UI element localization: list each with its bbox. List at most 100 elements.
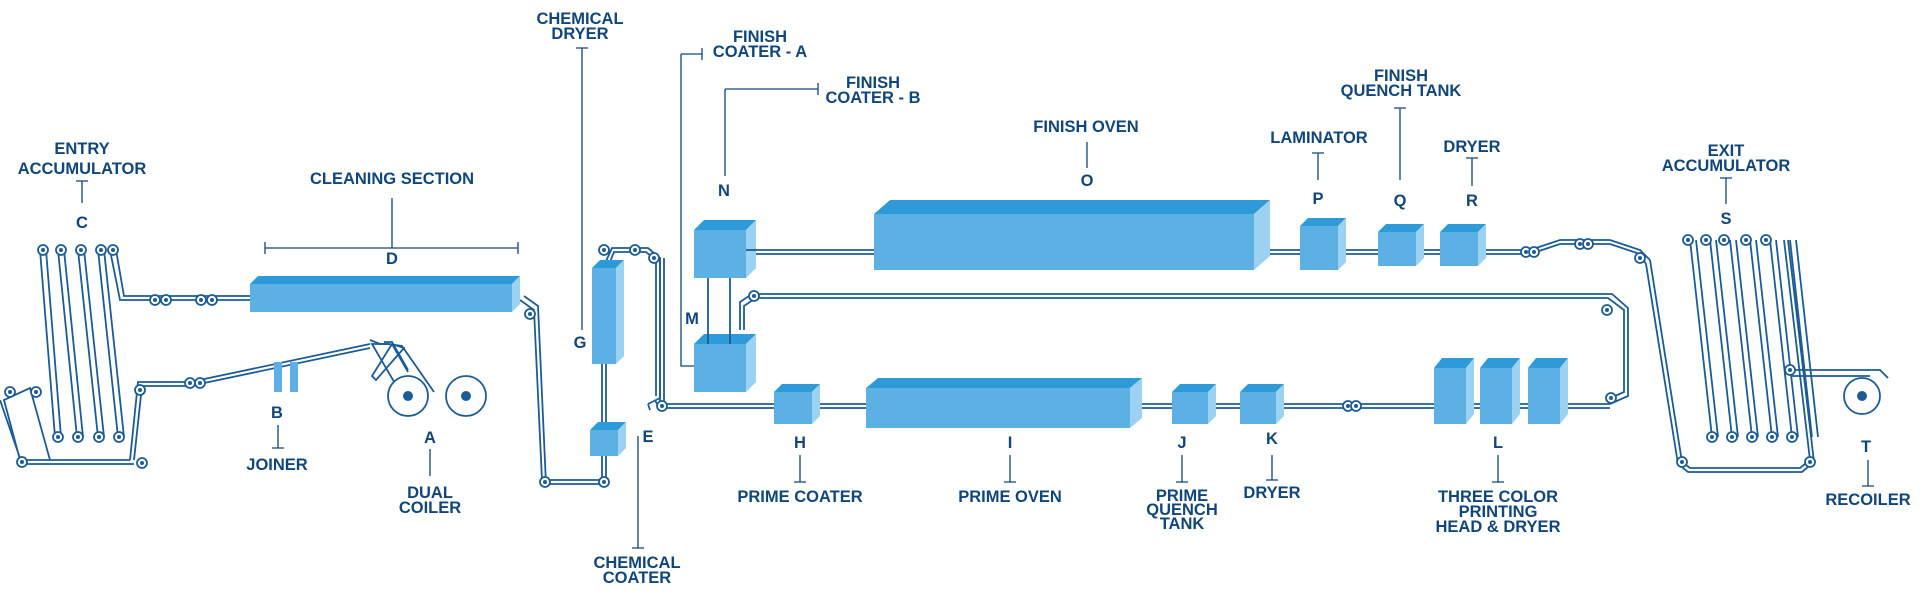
letter-h: H bbox=[794, 434, 806, 452]
guide-roller bbox=[93, 431, 105, 443]
label-finish-quench-1: FINISH bbox=[1374, 67, 1428, 85]
guide-roller bbox=[194, 377, 206, 389]
letter-i: I bbox=[1008, 434, 1013, 452]
label-exit-accumulator-2: ACCUMULATOR bbox=[1662, 157, 1791, 175]
guide-roller bbox=[206, 294, 218, 306]
guide-roller bbox=[1582, 238, 1594, 250]
guide-roller bbox=[656, 400, 668, 412]
coater-links bbox=[707, 249, 756, 344]
label-recoiler: RECOILER bbox=[1825, 491, 1910, 509]
guide-roller bbox=[136, 457, 148, 469]
guide-roller bbox=[52, 431, 64, 443]
letter-o: O bbox=[1081, 172, 1094, 190]
joiner-box bbox=[274, 362, 298, 392]
guide-roller bbox=[107, 244, 119, 256]
guide-roller bbox=[1760, 234, 1772, 246]
guide-roller bbox=[539, 476, 551, 488]
guide-roller bbox=[1718, 234, 1730, 246]
guide-roller bbox=[1804, 456, 1816, 468]
label-three-color-1: THREE COLOR bbox=[1438, 488, 1558, 506]
label-exit-accumulator-1: EXIT bbox=[1708, 142, 1745, 160]
guide-roller bbox=[195, 294, 207, 306]
letter-k: K bbox=[1266, 430, 1278, 448]
dual-coiler-right bbox=[445, 375, 487, 417]
letter-b: B bbox=[271, 404, 283, 422]
guide-roller bbox=[524, 308, 536, 320]
label-joiner: JOINER bbox=[246, 456, 308, 474]
cleaning-section-box bbox=[250, 276, 520, 312]
label-finish-coater-b-1: FINISH bbox=[846, 74, 900, 92]
guide-roller bbox=[1528, 246, 1540, 258]
label-dryer-r: DRYER bbox=[1443, 138, 1500, 156]
label-laminator: LAMINATOR bbox=[1270, 129, 1368, 147]
label-finish-coater-a-1: FINISH bbox=[733, 28, 787, 46]
guide-roller bbox=[1676, 456, 1688, 468]
label-prime-coater: PRIME COATER bbox=[737, 488, 862, 506]
label-finish-coater-a-2: COATER - A bbox=[713, 43, 807, 61]
letter-s: S bbox=[1720, 210, 1731, 228]
finish-coater-lower-box bbox=[694, 334, 756, 392]
label-dryer-k: DRYER bbox=[1243, 484, 1300, 502]
letter-j: J bbox=[1177, 434, 1186, 452]
label-prime-quench-2: QUENCH bbox=[1146, 501, 1218, 519]
printing-head-1-box bbox=[1434, 358, 1474, 424]
finish-coater-upper-box bbox=[694, 220, 756, 278]
label-chemical-coater-1: CHEMICAL bbox=[593, 554, 680, 572]
guide-roller bbox=[1342, 400, 1354, 412]
label-finish-coater-b-2: COATER - B bbox=[825, 89, 920, 107]
prime-quench-box bbox=[1172, 384, 1216, 424]
chemical-dryer-box bbox=[592, 260, 624, 364]
label-entry-accumulator-1: ENTRY bbox=[54, 140, 109, 158]
guide-roller bbox=[598, 244, 610, 256]
guide-roller bbox=[95, 244, 107, 256]
dual-coiler-left bbox=[387, 375, 429, 417]
letter-n: N bbox=[718, 182, 730, 200]
guide-roller bbox=[55, 244, 67, 256]
coils bbox=[387, 375, 1881, 417]
label-prime-oven: PRIME OVEN bbox=[958, 488, 1062, 506]
guide-roller bbox=[113, 431, 125, 443]
prime-coater-box bbox=[774, 384, 820, 424]
label-three-color-3: HEAD & DRYER bbox=[1436, 518, 1561, 536]
guide-roller bbox=[648, 252, 660, 264]
guide-roller bbox=[75, 244, 87, 256]
guide-roller bbox=[1766, 431, 1778, 443]
guide-roller bbox=[134, 384, 146, 396]
guide-roller bbox=[184, 377, 196, 389]
guide-roller bbox=[160, 294, 172, 306]
dryer-k-box bbox=[1240, 384, 1284, 424]
letter-d: D bbox=[386, 250, 398, 268]
label-three-color-2: PRINTING bbox=[1459, 503, 1538, 521]
label-entry-accumulator-2: ACCUMULATOR bbox=[18, 160, 147, 178]
printing-head-3-box bbox=[1528, 358, 1568, 424]
letter-p: P bbox=[1312, 190, 1323, 208]
guide-roller bbox=[30, 386, 42, 398]
guide-roller bbox=[72, 431, 84, 443]
printing-head-2-box bbox=[1480, 358, 1520, 424]
letter-m: M bbox=[685, 310, 699, 328]
dryer-r-box bbox=[1440, 224, 1486, 266]
guide-roller bbox=[1746, 431, 1758, 443]
label-prime-quench-3: TANK bbox=[1160, 515, 1205, 533]
letter-q: Q bbox=[1394, 192, 1407, 210]
chemical-coater-box bbox=[590, 422, 626, 456]
label-dual-coiler-2: COILER bbox=[399, 499, 461, 517]
guide-roller bbox=[1601, 304, 1613, 316]
guide-roller bbox=[1784, 364, 1796, 376]
laminator-box bbox=[1300, 218, 1346, 270]
finish-oven-box bbox=[874, 200, 1270, 270]
guide-roller bbox=[1634, 252, 1646, 264]
label-finish-oven: FINISH OVEN bbox=[1033, 118, 1138, 136]
letter-e: E bbox=[642, 428, 653, 446]
recoiler-coil bbox=[1843, 377, 1881, 415]
label-prime-quench-1: PRIME bbox=[1156, 487, 1208, 505]
finish-quench-box bbox=[1378, 224, 1424, 266]
letter-t: T bbox=[1861, 438, 1871, 456]
guide-roller bbox=[1700, 234, 1712, 246]
label-dual-coiler-1: DUAL bbox=[407, 484, 453, 502]
guide-roller bbox=[1726, 431, 1738, 443]
letter-a: A bbox=[424, 429, 436, 447]
guide-roller bbox=[1786, 431, 1798, 443]
equipment-boxes bbox=[250, 200, 1568, 456]
